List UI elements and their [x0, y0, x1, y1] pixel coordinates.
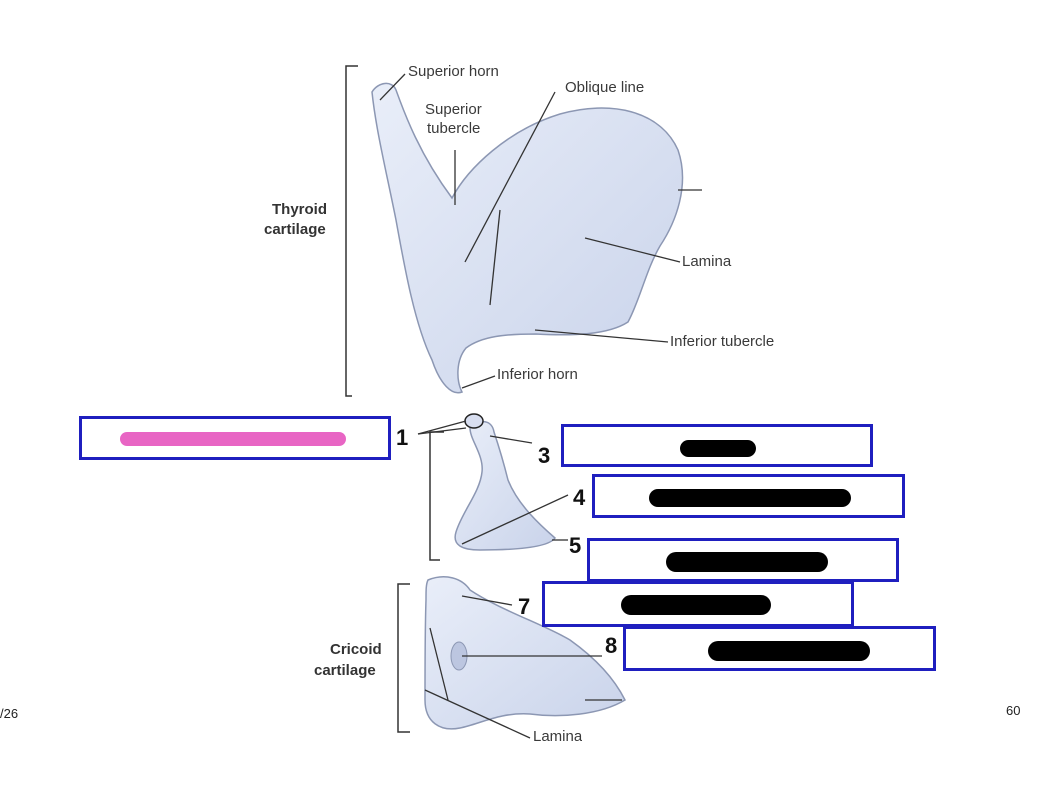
- redaction-3: [680, 440, 756, 457]
- answer-box-5[interactable]: [587, 538, 899, 582]
- inferior-tubercle-label: Inferior tubercle: [670, 333, 775, 350]
- cricoid-group-label-2: cartilage: [314, 662, 376, 679]
- inferior-tubercle-leader: [534, 329, 669, 343]
- leader-7: [461, 595, 513, 606]
- thyroid-bracket: [345, 65, 358, 397]
- cricoid-lamina-label: Lamina: [533, 728, 583, 742]
- pink-redaction: [120, 432, 346, 446]
- cricoid-lamina-leader-2: [424, 689, 531, 739]
- lamina-leader: [584, 237, 681, 263]
- answer-box-1[interactable]: [79, 416, 391, 460]
- cricoid-group-label-1: Cricoid: [330, 641, 382, 658]
- oblique-line-leader-1: [464, 91, 556, 263]
- oblique-line-leader-2: [489, 209, 501, 306]
- superior-horn-leader: [379, 73, 406, 101]
- leader-1a: [417, 420, 467, 435]
- number-1: 1: [396, 425, 409, 450]
- thyroid-cartilage-shape: [371, 82, 684, 394]
- inferior-horn-label: Inferior horn: [497, 366, 578, 383]
- lamina-label: Lamina: [682, 253, 732, 270]
- cricoid-cartilage-shape: [424, 576, 626, 730]
- arytenoid-bracket: [429, 431, 444, 561]
- cricoid-lamina-leader-1: [429, 627, 449, 701]
- superior-tubercle-label-1: Superior: [425, 101, 482, 118]
- answer-box-7[interactable]: [542, 581, 854, 627]
- answer-box-4[interactable]: [592, 474, 905, 518]
- leader-3: [489, 435, 533, 444]
- number-4: 4: [573, 485, 586, 510]
- superior-horn-label: Superior horn: [408, 63, 499, 80]
- thyroid-group-label-1: Thyroid: [272, 201, 327, 218]
- cricoid-bracket: [397, 583, 410, 733]
- leader-4: [461, 494, 569, 545]
- superior-tubercle-label-2: tubercle: [427, 120, 481, 137]
- redaction-4: [649, 489, 851, 507]
- inferior-horn-leader: [461, 375, 496, 389]
- footer-left-fragment: /26: [0, 706, 19, 721]
- answer-box-8[interactable]: [623, 626, 936, 671]
- arytenoid-cartilage-shape: [454, 420, 557, 551]
- number-3: 3: [538, 443, 551, 468]
- thyroid-group-label-2: cartilage: [264, 221, 326, 238]
- answer-box-3[interactable]: [561, 424, 873, 467]
- number-8: 8: [605, 633, 618, 658]
- oblique-line-label: Oblique line: [565, 79, 645, 96]
- number-5: 5: [569, 533, 582, 558]
- page-number: 60: [1006, 703, 1021, 718]
- redaction-8: [708, 641, 870, 661]
- number-7: 7: [518, 594, 531, 619]
- arytenoid-apex-circle: [464, 413, 484, 429]
- leader-1b: [417, 427, 467, 435]
- redaction-7: [621, 595, 771, 615]
- redaction-5: [666, 552, 828, 572]
